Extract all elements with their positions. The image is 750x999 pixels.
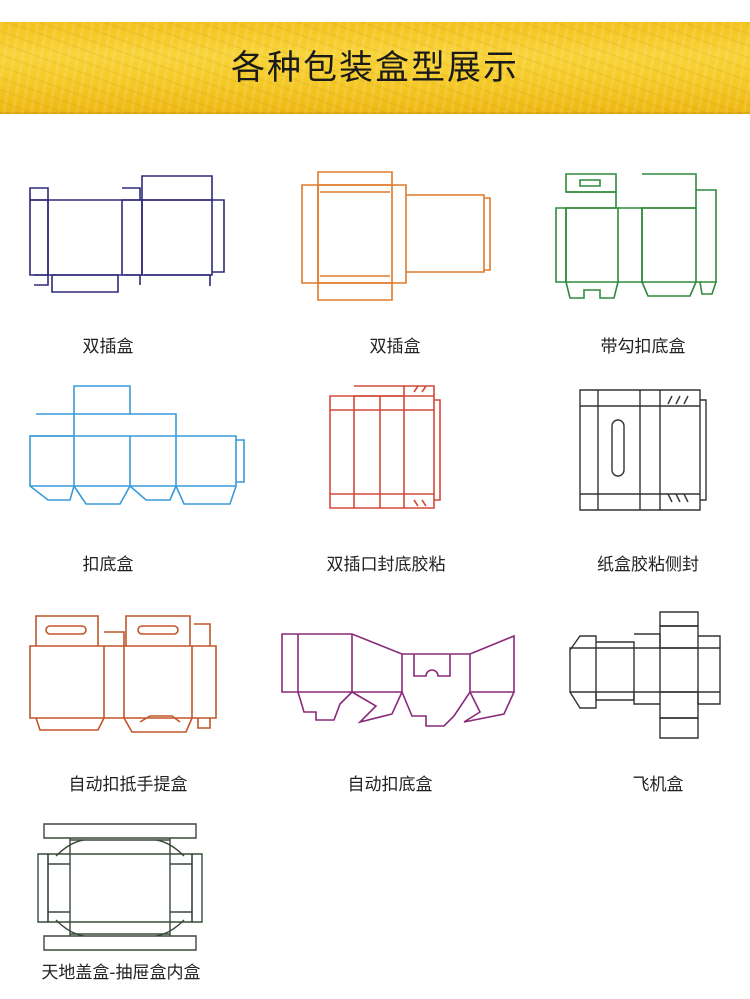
box-label-double-tuck-1: 双插盒: [82, 337, 134, 357]
box-label-hook-lock-bottom: 带勾扣底盒: [600, 337, 686, 357]
box-label-auto-lock-handle: 自动扣抵手提盒: [68, 775, 188, 795]
box-label-lid-base-drawer: 天地盖盒-抽屉盒内盒: [41, 963, 201, 983]
box-label-auto-lock-bottom: 自动扣底盒: [347, 775, 433, 795]
box-label-glued-side-seal: 纸盒胶粘侧封: [597, 555, 699, 575]
box-label-double-tuck-2: 双插盒: [369, 337, 421, 357]
box-label-mailer-box: 飞机盒: [632, 775, 684, 795]
header-banner: 各种包装盒型展示: [0, 22, 750, 114]
box-label-lock-bottom: 扣底盒: [82, 555, 134, 575]
page-title: 各种包装盒型展示: [231, 48, 519, 88]
box-label-tuck-glued-bottom: 双插口封底胶粘: [326, 555, 446, 575]
